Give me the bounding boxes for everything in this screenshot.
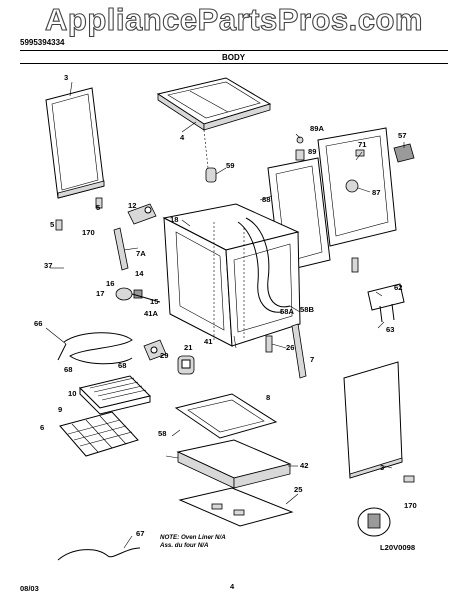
door-window-panel [174, 393, 278, 439]
callout-7a: 7A [136, 249, 146, 258]
terminal-block [367, 283, 405, 323]
callout-88: 88 [262, 195, 271, 204]
callout-4: 4 [180, 133, 185, 142]
range-body-frame [162, 203, 301, 347]
callout-66: 66 [34, 319, 43, 328]
broiler-pan [79, 375, 151, 415]
side-panel-right [343, 361, 403, 479]
callout-5: 5 [96, 203, 101, 212]
callout-58: 58 [158, 429, 167, 438]
callout-62: 62 [394, 283, 403, 292]
oven-liner-note: NOTE: Oven Liner N/A Ass. du four N/A [160, 534, 226, 550]
header-rule [20, 50, 448, 51]
leveler-5 [95, 197, 103, 209]
rear-panel [317, 127, 397, 247]
callout-15: 15 [150, 297, 159, 306]
callout-16: 16 [106, 279, 115, 288]
switch-12 [127, 203, 157, 225]
callout-63: 63 [386, 325, 395, 334]
oven-rack [59, 411, 139, 457]
storage-drawer [176, 439, 292, 489]
latch-29 [143, 339, 167, 361]
callout-37: 37 [44, 261, 53, 270]
callout-12: 12 [128, 201, 137, 210]
callout-87: 87 [372, 188, 381, 197]
connector-strip [351, 257, 359, 273]
callout-41: 41 [204, 337, 213, 346]
leveler-5b [55, 219, 63, 231]
callout-21: 21 [184, 343, 193, 352]
callout-10: 10 [68, 389, 77, 398]
label-57 [393, 143, 415, 163]
section-title: BODY [222, 53, 246, 62]
note-line-1: NOTE: Oven Liner N/A [160, 534, 226, 541]
callout-170-left: 170 [82, 228, 95, 237]
rail-7a [113, 227, 129, 271]
footer-page-number: 4 [230, 582, 235, 591]
callout-71: 71 [358, 140, 367, 149]
hinge-26 [265, 335, 273, 353]
callout-3-bottom: 3 [380, 463, 385, 472]
callout-7: 7 [310, 355, 315, 364]
drawer-bottom-panel [178, 487, 294, 527]
callout-5-left: 5 [50, 220, 55, 229]
broil-element [57, 547, 141, 561]
footer-date: 08/03 [20, 584, 39, 593]
callout-3-top: 3 [64, 73, 69, 82]
callout-58b: 58B [300, 305, 314, 314]
callout-89a: 89A [310, 124, 324, 133]
callout-68-left: 68 [64, 365, 73, 374]
callout-42: 42 [300, 461, 309, 470]
leveling-leg [357, 507, 391, 537]
note-line-2: Ass. du four N/A [160, 541, 209, 549]
callout-8: 8 [266, 393, 271, 402]
callout-67: 67 [136, 529, 145, 538]
thermostat-assembly [115, 287, 161, 303]
connector-21 [177, 355, 195, 375]
callout-89: 89 [308, 147, 317, 156]
watermark-text: AppliancePartsPros.com [44, 1, 423, 37]
part-number-header: 5995394334 [20, 38, 65, 47]
callout-18: 18 [170, 215, 179, 224]
top-panel [156, 77, 272, 131]
callout-57: 57 [398, 131, 407, 140]
callout-26: 26 [286, 343, 295, 352]
callout-14: 14 [135, 269, 144, 278]
bracket-170-right [403, 475, 415, 483]
callout-58a: 58A [280, 307, 294, 316]
screw-89a [296, 136, 304, 144]
rail-7 [291, 323, 307, 379]
side-panel-left [45, 87, 105, 199]
diagram-code: L20V0098 [380, 543, 416, 552]
callout-29: 29 [160, 351, 169, 360]
callout-68-right: 68 [118, 361, 127, 370]
foot-59 [205, 167, 217, 183]
callout-25: 25 [294, 485, 303, 494]
callout-170-right: 170 [404, 501, 417, 510]
section-rule [20, 63, 448, 64]
callout-6: 6 [40, 423, 45, 432]
insulation-wrap [245, 217, 291, 308]
bake-element [57, 332, 133, 365]
callout-59: 59 [226, 161, 235, 170]
callout-41a: 41A [144, 309, 158, 318]
clip-89 [295, 149, 305, 161]
leader-lines [45, 81, 405, 549]
callout-17: 17 [96, 289, 105, 298]
callout-9: 9 [58, 405, 63, 414]
